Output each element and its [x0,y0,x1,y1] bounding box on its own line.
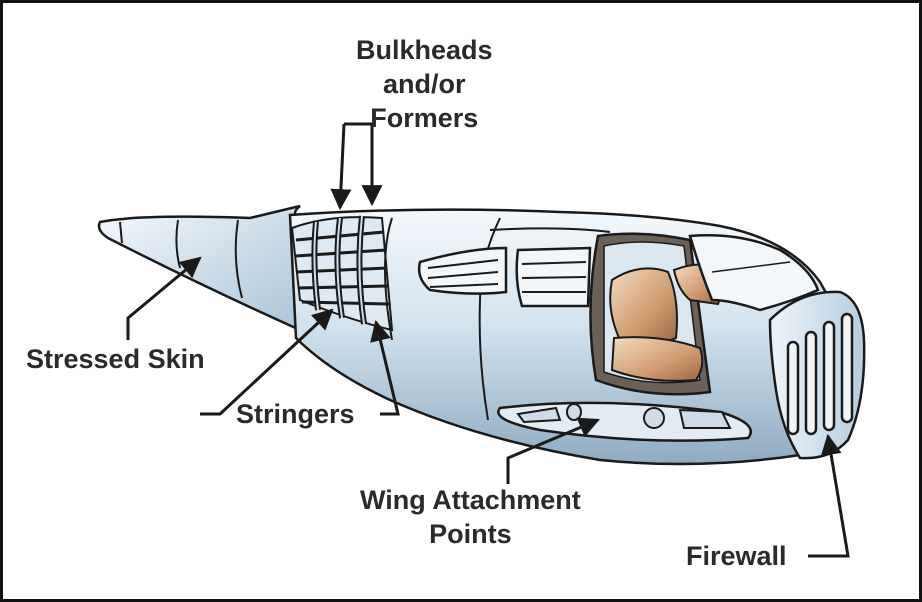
bulkheads-line-3: Formers [370,102,479,133]
stringers-label: Stringers [236,399,355,429]
firewall-vents [786,312,854,436]
bulkheads-line-2: and/or [383,68,466,99]
tail-cone [97,204,302,332]
stressed-skin-label: Stressed Skin [26,344,205,374]
wing-attachment-label: Wing Attachment Points [360,484,581,552]
windshield [688,234,820,312]
seat-back [609,267,678,344]
wing-attachment-line-1: Wing Attachment [360,485,581,515]
leader-lines [126,122,850,558]
bulkheads-line-1: Bulkheads [356,35,493,65]
exposed-structure [290,215,394,332]
wing-attachment-line-2: Points [429,518,512,549]
leader-wing-attachment [506,417,600,484]
firewall-label: Firewall [686,541,787,571]
seat-cushion [610,336,704,382]
bulkheads-label: Bulkheads and/or Formers [356,34,493,135]
rear-window-1 [417,246,508,295]
leader-stringers [200,308,334,416]
leader-bulkheads [330,123,352,211]
leader-stressed-skin [126,256,202,340]
leader-firewall [808,433,850,558]
